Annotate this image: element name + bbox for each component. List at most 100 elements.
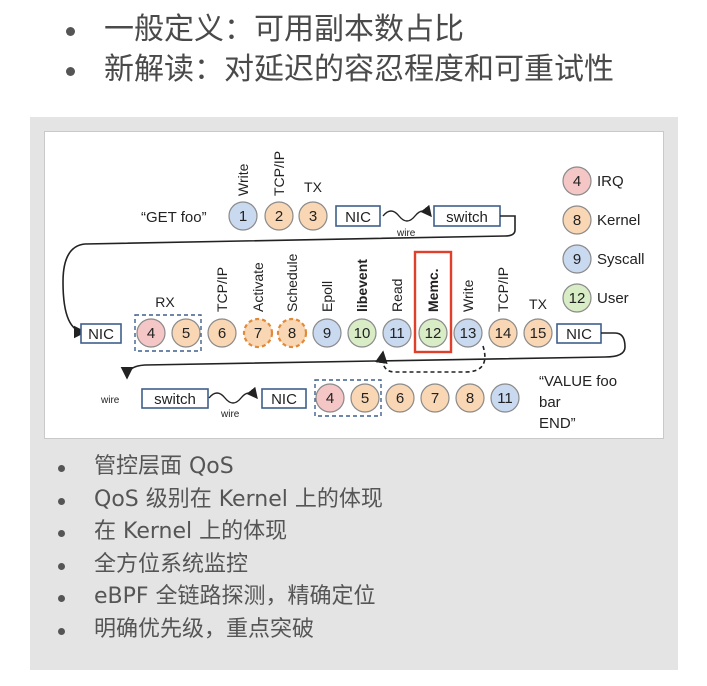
row2-step-9 <box>312 318 342 348</box>
row2-label-12: Memc. <box>425 268 441 312</box>
row1-wire <box>382 204 432 222</box>
legend-kernel-swatch-number: 8 <box>573 212 581 229</box>
row3-wire-label: wire <box>220 409 240 420</box>
row2-label-14: TCP/IP <box>495 267 511 312</box>
row2-label-10: libevent <box>354 259 370 312</box>
row2-rx-label: RX <box>155 294 175 310</box>
memc-highlight-box <box>413 250 453 354</box>
row2-step-10-number: 10 <box>354 325 371 342</box>
row2-label-7: Activate <box>250 262 266 312</box>
row2-step-4-number: 4 <box>147 325 155 342</box>
row3-nic-label: NIC <box>271 391 297 408</box>
row2-retry-loop <box>375 345 486 373</box>
legend-syscall-label: Syscall <box>597 251 645 268</box>
reply-label-line-1: bar <box>539 394 561 411</box>
row2-step-13 <box>453 318 483 348</box>
row1-step-3-number: 3 <box>309 208 317 225</box>
row1-nic-label: NIC <box>345 209 371 226</box>
row3-wire <box>208 386 258 404</box>
row3-step-6 <box>385 383 415 413</box>
row1-step-1-number: 1 <box>239 208 247 225</box>
row1-label-3: TX <box>304 179 323 195</box>
row2-step-14-number: 14 <box>495 325 512 342</box>
row2-label-15: TX <box>529 296 548 312</box>
legend-user-swatch-number: 12 <box>569 290 586 307</box>
row2-nic-out-label: NIC <box>566 326 592 343</box>
legend-irq-swatch <box>562 166 592 196</box>
row2-step-5-number: 5 <box>182 325 190 342</box>
row2-label-11: Read <box>389 279 405 312</box>
row3-step-5-number: 5 <box>361 390 369 407</box>
row2-step-6-number: 6 <box>218 325 226 342</box>
legend-user-label: User <box>597 290 629 307</box>
legend-irq-label: IRQ <box>597 173 624 190</box>
row3-step-7-number: 7 <box>431 390 439 407</box>
row3-step-5 <box>350 383 380 413</box>
row2-step-8-number: 8 <box>288 325 296 342</box>
row2-step-12 <box>418 318 448 348</box>
request-label: “GET foo” <box>141 209 207 226</box>
legend-kernel-label: Kernel <box>597 212 640 229</box>
reply-label-line-2: END” <box>539 415 576 432</box>
row2-step-11 <box>382 318 412 348</box>
points-list: 管控层面 QoS QoS 级别在 Kernel 上的体现 在 Kernel 上的… <box>52 451 383 646</box>
row2-step-6 <box>207 318 237 348</box>
legend-syscall-swatch-number: 9 <box>573 251 581 268</box>
heading-list: 一般定义：可用副本数占比 新解读：对延迟的容忍程度和可重试性 <box>52 10 614 90</box>
row1-label-1: Write <box>235 163 251 196</box>
row2-label-9: Epoll <box>319 281 335 312</box>
legend-kernel-swatch <box>562 205 592 235</box>
row1-step-1 <box>228 201 258 231</box>
row1-step-2-number: 2 <box>275 208 283 225</box>
row3-step-4-number: 4 <box>326 390 334 407</box>
legend-syscall-swatch <box>562 244 592 274</box>
row3-step-11 <box>490 383 520 413</box>
heading-item: 新解读：对延迟的容忍程度和可重试性 <box>52 50 614 90</box>
row2-rx-group <box>134 314 202 352</box>
row2-nic-in <box>80 323 122 344</box>
row2-step-15 <box>523 318 553 348</box>
point-item: QoS 级别在 Kernel 上的体现 <box>52 484 383 517</box>
row3-step-4 <box>315 383 345 413</box>
row2-step-8 <box>276 317 308 349</box>
row1-nic <box>335 205 381 227</box>
heading-item: 一般定义：可用副本数占比 <box>52 10 614 50</box>
row3-nic <box>261 388 307 409</box>
row2-step-9-number: 9 <box>323 325 331 342</box>
row3-switch-label: switch <box>154 391 196 408</box>
row2-label-8: Schedule <box>284 253 300 312</box>
row3-step-11-number: 11 <box>497 390 513 407</box>
row2-step-4 <box>136 318 166 348</box>
row3-step-8-number: 8 <box>466 390 474 407</box>
point-item: 明确优先级，重点突破 <box>52 614 383 647</box>
row3-rx-group <box>314 379 382 417</box>
legend-user-swatch <box>562 283 592 313</box>
row1-wire-label: wire <box>396 228 416 239</box>
row2-label-13: Write <box>460 279 476 312</box>
legend-irq-swatch-number: 4 <box>573 173 581 190</box>
row2-step-11-number: 11 <box>389 325 405 342</box>
row1-to-row2-path <box>62 215 516 339</box>
row1-step-3 <box>298 201 328 231</box>
row2-to-row3-path <box>120 332 626 380</box>
row2-step-5 <box>171 318 201 348</box>
row1-switch-label: switch <box>446 209 488 226</box>
row3-switch <box>141 388 209 409</box>
row3-wire-in-label: wire <box>100 395 120 406</box>
row3-step-6-number: 6 <box>396 390 404 407</box>
reply-label-line-0: “VALUE foo <box>539 373 617 390</box>
row1-label-2: TCP/IP <box>271 151 287 196</box>
row2-nic-in-label: NIC <box>88 326 114 343</box>
row2-step-12-number: 12 <box>425 325 442 342</box>
row3-step-7 <box>420 383 450 413</box>
row2-step-7-number: 7 <box>254 325 262 342</box>
row2-label-6: TCP/IP <box>214 267 230 312</box>
row3-step-8 <box>455 383 485 413</box>
row2-step-13-number: 13 <box>460 325 477 342</box>
row1-step-2 <box>264 201 294 231</box>
point-item: 全方位系统监控 <box>52 549 383 582</box>
row2-step-15-number: 15 <box>530 325 547 342</box>
row2-step-14 <box>488 318 518 348</box>
